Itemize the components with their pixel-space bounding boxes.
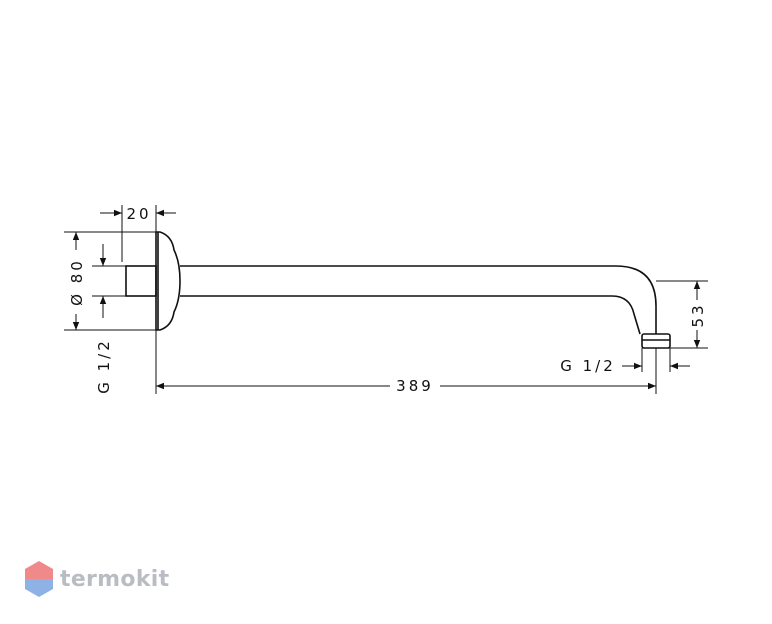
dimension-lines — [64, 205, 708, 394]
brand-name: termokit — [60, 566, 170, 592]
arm-pipe — [180, 265, 657, 334]
outlet-thread — [641, 333, 671, 349]
dim-diameter: Ø 80 — [68, 258, 86, 306]
shower-arm — [125, 231, 671, 349]
watermark-logo: termokit — [24, 560, 169, 598]
dim-flange-width: 20 — [126, 205, 151, 223]
dim-thread-left: G 1/2 — [95, 338, 113, 394]
wall-flange — [155, 231, 181, 331]
hexagon-logo-icon — [25, 561, 53, 597]
dim-drop: 53 — [689, 302, 707, 327]
wall-thread-nipple — [125, 265, 157, 297]
dim-thread-right: G 1/2 — [560, 357, 616, 375]
dim-arm-length: 389 — [396, 377, 434, 395]
